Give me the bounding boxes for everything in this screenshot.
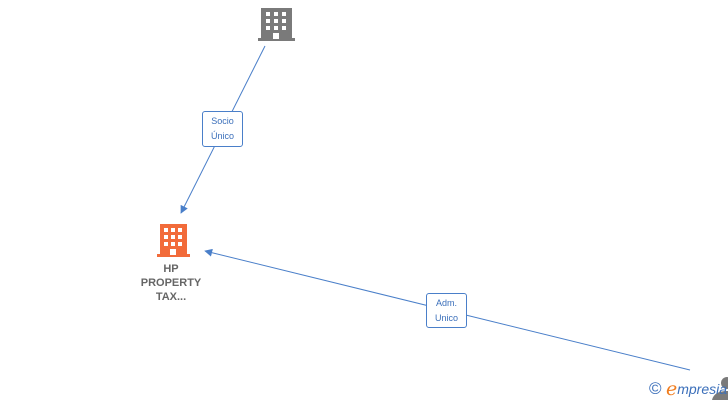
main-company-label-line: HP bbox=[163, 263, 179, 275]
edge-label-line: Unico bbox=[434, 313, 458, 323]
parent-company-building-icon[interactable] bbox=[258, 8, 295, 41]
main-company-label-line: PROPERTY bbox=[140, 277, 202, 289]
edge-label-line: Único bbox=[210, 131, 234, 141]
edge-label-socio-unico: Socio Único bbox=[202, 111, 243, 147]
edge-label-line: Adm. bbox=[435, 298, 457, 308]
brand-initial: e bbox=[665, 378, 678, 400]
main-company-label[interactable]: HP PROPERTY TAX... bbox=[120, 262, 222, 304]
empresia-watermark: © empresia bbox=[649, 378, 728, 400]
main-company-building-icon[interactable] bbox=[157, 224, 190, 257]
brand-name: mpresia bbox=[677, 381, 728, 397]
copyright-symbol: © bbox=[649, 379, 662, 398]
person-icon[interactable] bbox=[712, 377, 728, 400]
edge-label-adm-unico: Adm. Unico bbox=[426, 293, 467, 328]
edge-label-line: Socio bbox=[211, 116, 234, 126]
main-company-label-line: TAX... bbox=[155, 291, 187, 303]
